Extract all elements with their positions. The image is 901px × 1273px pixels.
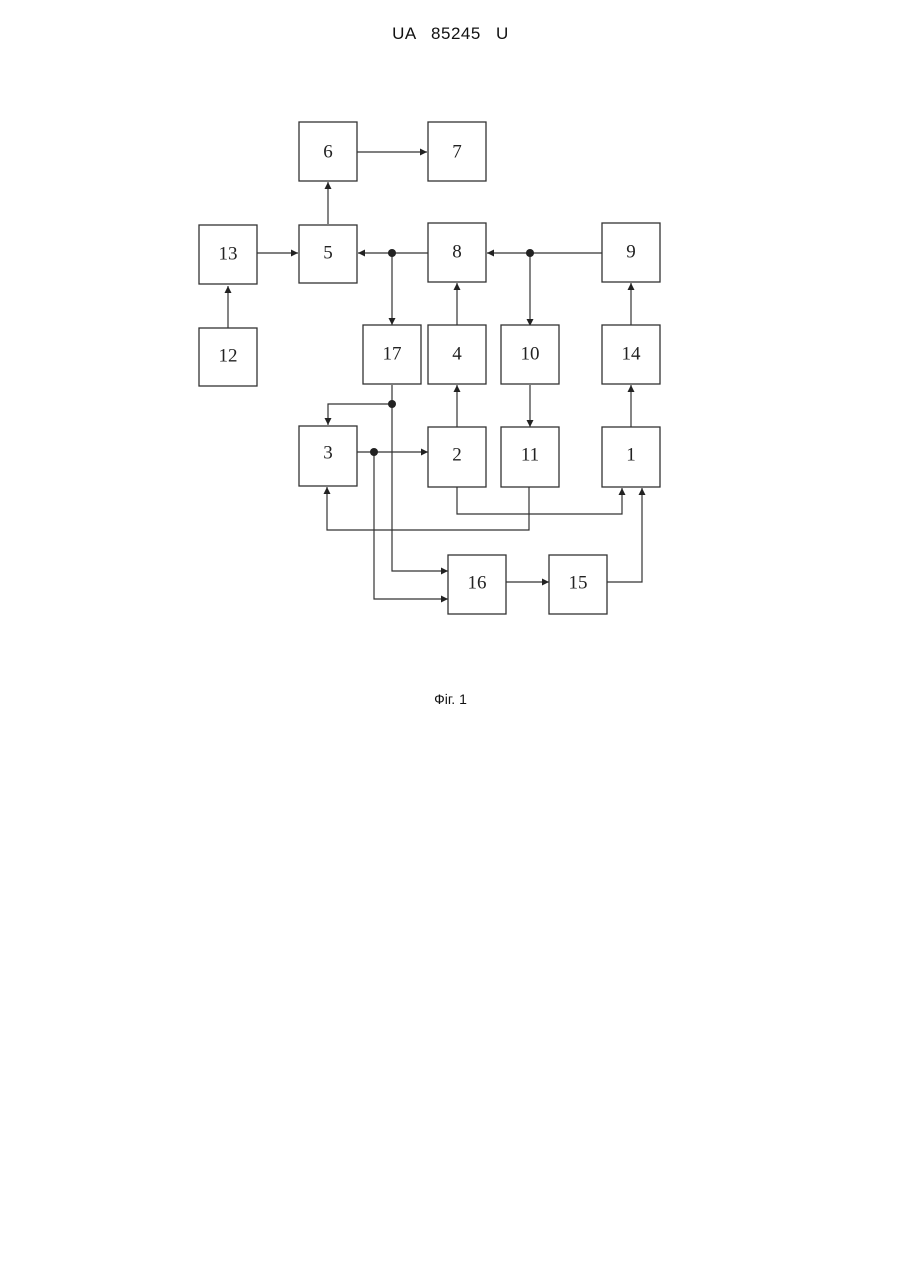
junction-dot (388, 400, 396, 408)
block-8: 8 (428, 223, 486, 282)
wire-11-to-3 (327, 487, 529, 530)
block-label: 12 (219, 346, 238, 367)
block-14: 14 (602, 325, 660, 384)
block-13: 13 (199, 225, 257, 284)
wire-15-to-1 (607, 488, 642, 582)
block-label: 1 (626, 445, 636, 466)
block-label: 5 (323, 243, 333, 264)
figure-caption: Фіг. 1 (0, 691, 901, 707)
block-label: 2 (452, 445, 462, 466)
block-1: 1 (602, 427, 660, 487)
junction-dot (388, 249, 396, 257)
junction-dot (370, 448, 378, 456)
block-label: 15 (569, 573, 588, 594)
block-label: 6 (323, 142, 333, 163)
block-label: 9 (626, 242, 636, 263)
junction-dot (526, 249, 534, 257)
block-10: 10 (501, 325, 559, 384)
block-label: 10 (521, 344, 540, 365)
block-label: 4 (452, 344, 462, 365)
block-15: 15 (549, 555, 607, 614)
block-6: 6 (299, 122, 357, 181)
block-5: 5 (299, 225, 357, 283)
block-12: 12 (199, 328, 257, 386)
block-label: 17 (383, 344, 402, 365)
block-label: 13 (219, 244, 238, 265)
block-2: 2 (428, 427, 486, 487)
block-4: 4 (428, 325, 486, 384)
block-label: 11 (521, 445, 539, 466)
block-label: 3 (323, 443, 333, 464)
block-label: 14 (622, 344, 642, 365)
block-9: 9 (602, 223, 660, 282)
block-3: 3 (299, 426, 357, 486)
block-label: 7 (452, 142, 462, 163)
wire-17-to-3 (328, 385, 392, 425)
block-17: 17 (363, 325, 421, 384)
block-label: 16 (468, 573, 487, 594)
block-7: 7 (428, 122, 486, 181)
block-label: 8 (452, 242, 462, 263)
block-16: 16 (448, 555, 506, 614)
block-11: 11 (501, 427, 559, 487)
wire-2-to-1 (457, 487, 622, 514)
